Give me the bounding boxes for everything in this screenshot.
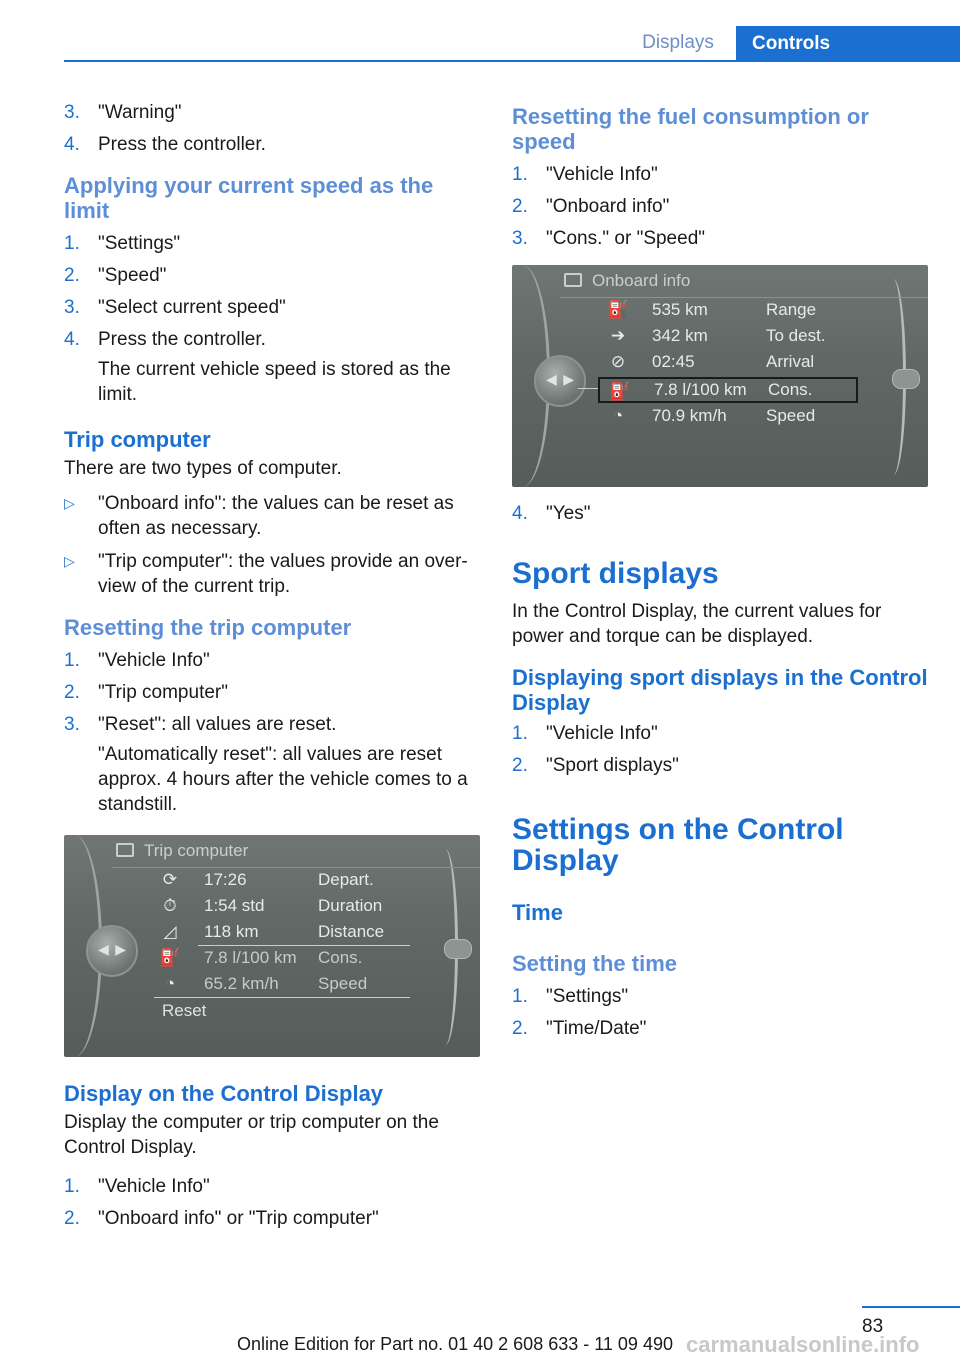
stopwatch-icon: ⏱ — [163, 896, 177, 915]
table-row: ⛽ 7.8 l/100 km Cons. — [156, 945, 466, 971]
list-item: 2."Time/Date" — [512, 1018, 647, 1039]
option-button-icon — [892, 369, 920, 389]
table-row: ⟳ 17:26 Depart. — [156, 867, 466, 893]
triangle-bullet-icon: ▷ — [64, 553, 75, 569]
sport-sub-heading: Displaying sport displays in the Control… — [512, 665, 928, 715]
destination-arrow-icon: ➔ — [610, 326, 626, 345]
list-item: 3."Reset": all values are reset. — [64, 714, 337, 735]
bullet-item: ▷"Onboard info": the values can be reset… — [64, 493, 454, 539]
table-row: ⊘ 02:45 Arrival — [604, 349, 914, 375]
menu-icon — [564, 273, 582, 287]
table-row: ⏱ 1:54 std Duration — [156, 893, 466, 919]
edition-text: Online Edition for Part no. 01 40 2 608 … — [237, 1334, 673, 1354]
display-intro: Display the computer or trip computer on… — [64, 1112, 439, 1158]
footer-rule — [862, 1306, 960, 1308]
list-item: 1."Settings" — [512, 986, 629, 1007]
fuel-pump-icon: ⛽ — [607, 300, 629, 319]
list-item: 1."Vehicle Info" — [64, 1176, 210, 1197]
trip-intro: There are two types of computer. — [64, 458, 342, 479]
table-row: ◔ 70.9 km/h Speed — [604, 403, 914, 429]
menu-icon — [116, 843, 134, 857]
screen-title: Trip computer — [144, 841, 249, 860]
list-item: 3."Select current speed" — [64, 297, 286, 318]
time-heading: Time — [512, 900, 563, 925]
step-note: "Automatically reset": all values are re… — [98, 744, 468, 815]
trip-computer-screenshot: Trip computer ◀▶ ⟳ 17:26 Depart. ⏱ 1:54 … — [64, 835, 480, 1057]
onboard-info-screenshot: Onboard info ◀▶ ⛽ 535 km Range ➔ 342 km … — [512, 265, 928, 487]
list-item: 3."Cons." or "Speed" — [512, 228, 706, 249]
row-divider — [198, 945, 410, 946]
depart-icon: ⟳ — [162, 870, 178, 889]
sport-displays-heading: Sport displays — [512, 557, 719, 590]
list-item: 1."Vehicle Info" — [64, 650, 210, 671]
selection-pointer — [578, 388, 600, 389]
list-item: 1."Vehicle Info" — [512, 723, 658, 744]
arrival-clock-icon: ⊘ — [610, 352, 626, 371]
row-divider — [154, 997, 410, 998]
table-row: ◿ 118 km Distance — [156, 919, 466, 945]
list-item: 1."Vehicle Info" — [512, 164, 658, 185]
left-column: 3."Warning" 4.Press the controller. Appl… — [64, 100, 482, 1238]
section-title: Displays — [642, 32, 714, 53]
list-item: 4."Yes" — [512, 503, 591, 524]
list-item: 2."Onboard info" — [512, 196, 670, 217]
list-item: 2."Sport displays" — [512, 755, 679, 776]
speedometer-icon: ◔ — [164, 974, 176, 993]
speedometer-icon: ◔ — [612, 406, 624, 425]
settings-heading: Settings on the Control Display — [512, 813, 844, 877]
triangle-bullet-icon: ▷ — [64, 495, 75, 511]
option-button-icon — [444, 939, 472, 959]
watermark: carmanualsonline.info — [686, 1332, 920, 1357]
header-rule — [64, 60, 960, 62]
sport-intro: In the Control Display, the current valu… — [512, 601, 882, 647]
table-row: ➔ 342 km To dest. — [604, 323, 914, 349]
fuel-pump-icon: ⛽ — [609, 382, 631, 401]
list-item: 2."Trip computer" — [64, 682, 228, 703]
page-number: 83 — [862, 1316, 884, 1337]
display-heading: Display on the Control Display — [64, 1081, 384, 1106]
distance-icon: ◿ — [163, 922, 177, 941]
screen-divider — [112, 867, 480, 868]
chapter-tab: Controls — [736, 26, 960, 62]
controller-knob-icon: ◀▶ — [534, 355, 586, 407]
bullet-item: ▷"Trip computer": the values provide an … — [64, 551, 468, 597]
screen-divider — [560, 297, 928, 298]
screen-title: Onboard info — [592, 271, 691, 290]
list-item: 3."Warning" — [64, 102, 182, 123]
table-row: ⛽ 535 km Range — [604, 297, 914, 323]
step-note: The current vehicle speed is stored as t… — [98, 359, 451, 405]
reset-trip-heading: Resetting the trip computer — [64, 615, 352, 640]
apply-speed-heading: Applying your current speed as the limit — [64, 173, 434, 223]
list-item: 2."Speed" — [64, 265, 167, 286]
list-item: 2."Onboard info" or "Trip computer" — [64, 1208, 379, 1229]
fuel-pump-icon: ⛽ — [159, 948, 181, 967]
reset-fuel-heading: Resetting the fuel consumption or speed — [512, 104, 869, 154]
reset-menu-item: Reset — [162, 1001, 207, 1020]
list-item: 4.Press the controller. — [64, 134, 266, 155]
trip-computer-heading: Trip computer — [64, 427, 211, 452]
controller-knob-icon: ◀▶ — [86, 925, 138, 977]
right-column: Resetting the fuel consumption or speed … — [512, 100, 930, 1048]
table-row: ◔ 65.2 km/h Speed — [156, 971, 466, 997]
list-item: 1."Settings" — [64, 233, 181, 254]
list-item: 4.Press the controller. — [64, 329, 266, 350]
selected-row: ⛽ 7.8 l/100 km Cons. — [598, 377, 858, 403]
set-time-heading: Setting the time — [512, 951, 678, 976]
